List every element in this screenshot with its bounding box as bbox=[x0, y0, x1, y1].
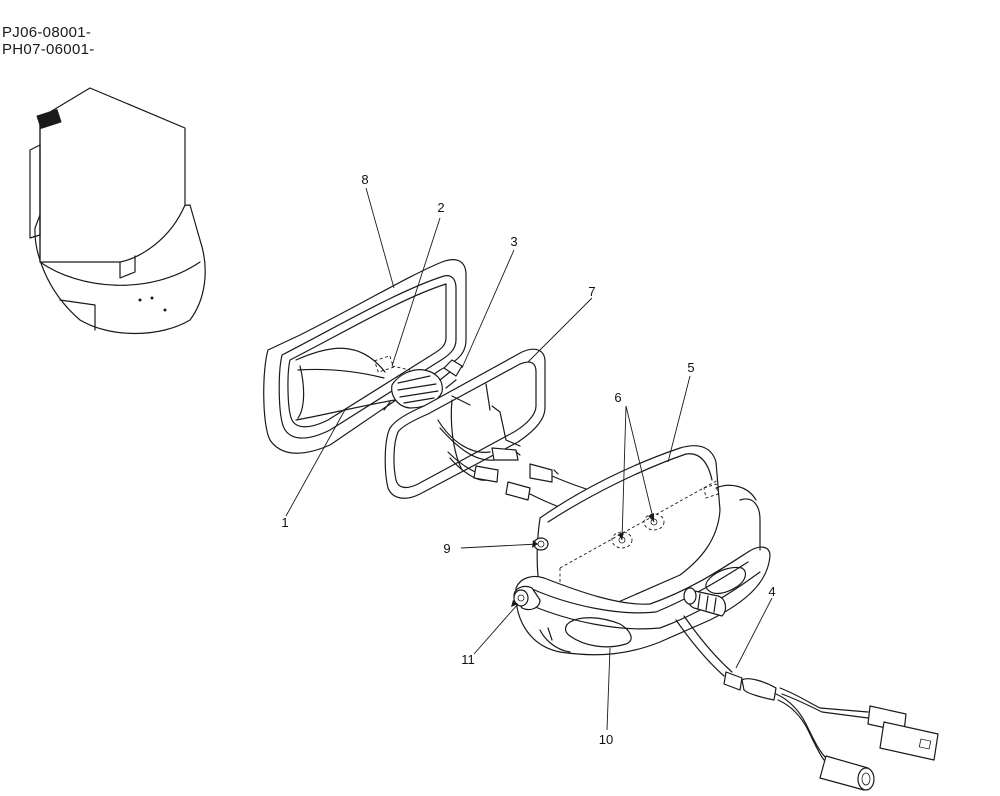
machine-cab-icon bbox=[29, 87, 206, 334]
callout-4: 4 bbox=[768, 584, 775, 599]
callout-9: 9 bbox=[443, 541, 450, 556]
lamp-housing bbox=[533, 445, 721, 619]
callout-3: 3 bbox=[510, 234, 517, 249]
internal-wires bbox=[437, 419, 597, 513]
lamp-gasket bbox=[384, 348, 546, 499]
callout-1: 1 bbox=[281, 515, 288, 530]
callout-2: 2 bbox=[437, 200, 444, 215]
callout-6: 6 bbox=[614, 390, 621, 405]
lamp-lens-frame bbox=[263, 259, 467, 454]
adjuster-knobs bbox=[513, 585, 727, 617]
callout-10: 10 bbox=[599, 732, 613, 747]
serial-range-2: PH07-06001- bbox=[2, 41, 95, 58]
serial-range-1: PJ06-08001- bbox=[2, 24, 92, 41]
callout-8: 8 bbox=[361, 172, 368, 187]
callout-11: 11 bbox=[461, 652, 475, 667]
mounting-bracket bbox=[515, 484, 771, 656]
wiring-harness bbox=[675, 615, 939, 791]
leader-lines bbox=[285, 187, 773, 731]
callout-5: 5 bbox=[687, 360, 694, 375]
callout-7: 7 bbox=[588, 284, 595, 299]
